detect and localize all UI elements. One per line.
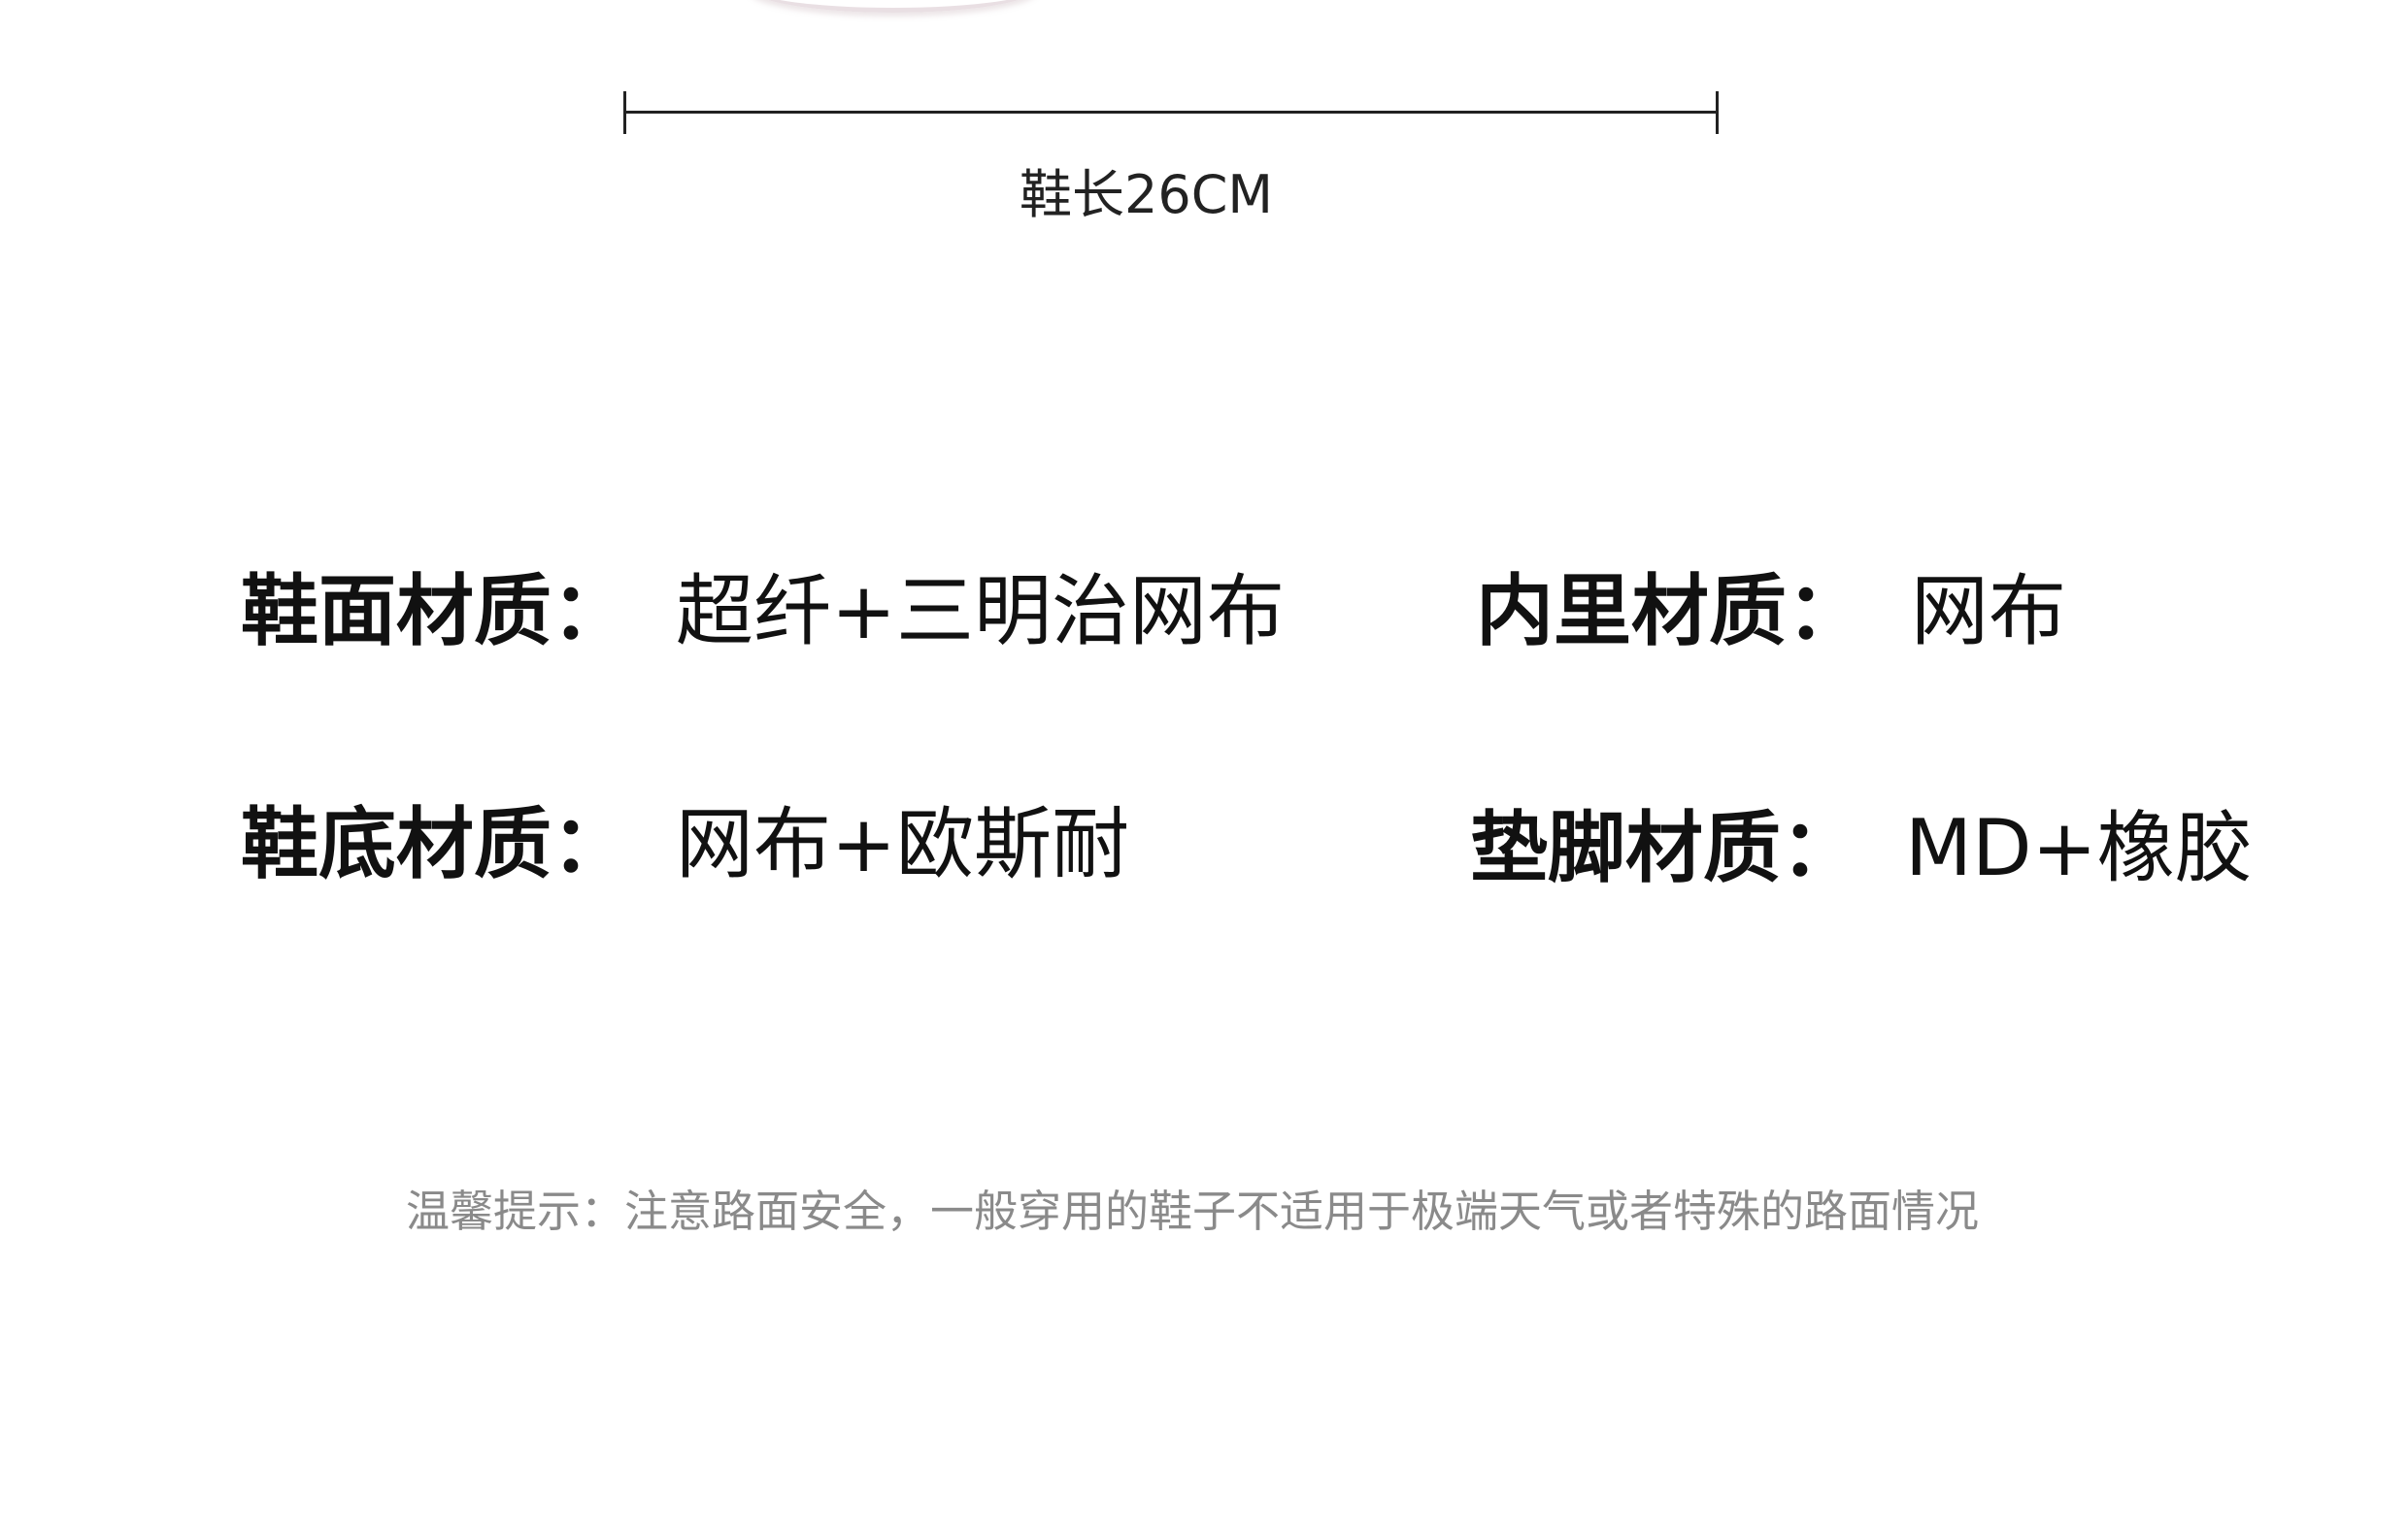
spec-upper-value: 超纤+三明治网布 — [676, 566, 1286, 656]
spec-upper-label: 鞋面材质： — [241, 566, 629, 656]
spec-sole-label: 鞋底材质： — [241, 799, 629, 889]
shoe-image-edge — [748, 0, 1039, 13]
spec-lining-value: 网布 — [1911, 566, 2066, 656]
spec-lining-label: 内里材质： — [1476, 566, 1864, 656]
spec-sole-material: 鞋底材质： 网布+欧斯耐 — [241, 796, 1129, 893]
spec-sole-value: 网布+欧斯耐 — [676, 799, 1130, 889]
measure-tick-right — [1716, 91, 1719, 134]
spec-insole-value: MD+橡胶 — [1905, 803, 2253, 893]
spec-insole-material: 垫脚材质： MD+橡胶 — [1470, 800, 2253, 897]
spec-insole-label: 垫脚材质： — [1470, 803, 1858, 893]
spec-lining-material: 内里材质： 网布 — [1476, 563, 2066, 660]
shoe-length-label: 鞋长26CM — [1020, 164, 1274, 225]
spec-upper-material: 鞋面材质： 超纤+三明治网布 — [241, 563, 1285, 660]
warm-tip-text: 温馨提示：注意路面安全，一般穿用的鞋子不适用于极端天气或者特殊的路面情况 — [406, 1186, 1980, 1237]
measure-line — [624, 111, 1719, 114]
